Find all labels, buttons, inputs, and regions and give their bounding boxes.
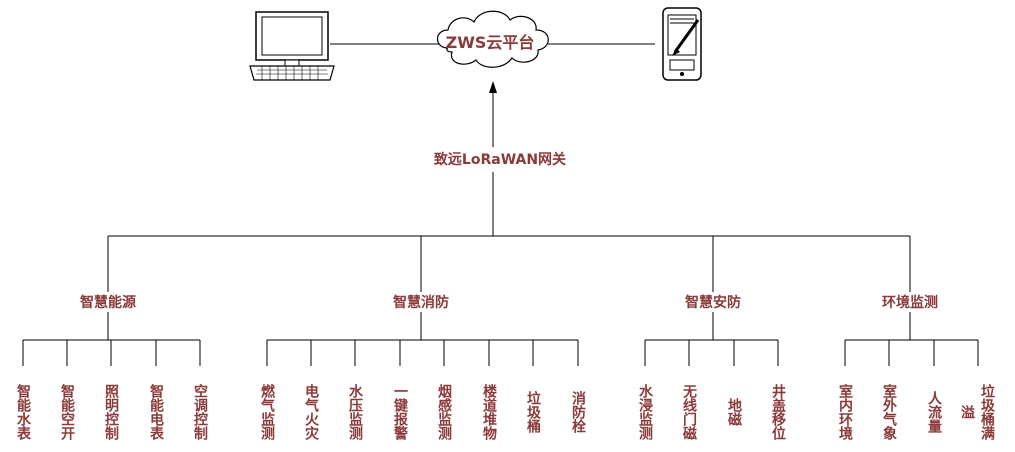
leaf-label: 无线门磁 [681, 384, 697, 440]
category-label-fire: 智慧消防 [393, 295, 449, 311]
gateway-label: 致远LoRaWAN网关 [433, 152, 567, 168]
leaf-label: 水浸监测 [637, 384, 653, 440]
leaf-label: 智能电表 [148, 384, 164, 440]
leaf-label: 消防栓 [570, 391, 586, 433]
leaf-label: 一键报警 [392, 384, 408, 440]
category-label-security: 智慧安防 [685, 295, 741, 311]
leaf-label: 智能水表 [15, 384, 31, 440]
leaf-label: 烟感监测 [436, 384, 452, 440]
computer-icon [249, 11, 335, 81]
leaf-label: 照明控制 [103, 384, 119, 440]
leaf-label: 智能空开 [59, 384, 75, 440]
category-label-environment: 环境监测 [882, 295, 938, 311]
cloud-icon [436, 10, 549, 68]
leaf-label: 人流量 [926, 391, 942, 433]
leaf-label: 燃气监测 [259, 384, 275, 440]
leaf-label: 空调控制 [192, 384, 208, 440]
leaf-label: 溢 [959, 405, 975, 419]
leaf-label: 垃圾桶满 [979, 384, 995, 440]
cloud-platform-label: ZWS云平台 [445, 33, 535, 52]
leaf-label: 室内环境 [837, 384, 853, 440]
leaf-label: 水压监测 [347, 384, 363, 440]
leaf-label: 垃圾桶 [525, 391, 541, 433]
leaf-label: 井盖移位 [770, 384, 786, 440]
leaf-label: 楼道堆物 [481, 384, 497, 440]
leaf-label: 室外气象 [881, 384, 897, 440]
handheld-terminal-icon [662, 7, 702, 81]
category-label-energy: 智慧能源 [80, 295, 136, 311]
arrow-up-icon [489, 81, 497, 93]
leaf-label: 电气火灾 [303, 384, 319, 440]
leaf-label: 地磁 [726, 398, 742, 426]
